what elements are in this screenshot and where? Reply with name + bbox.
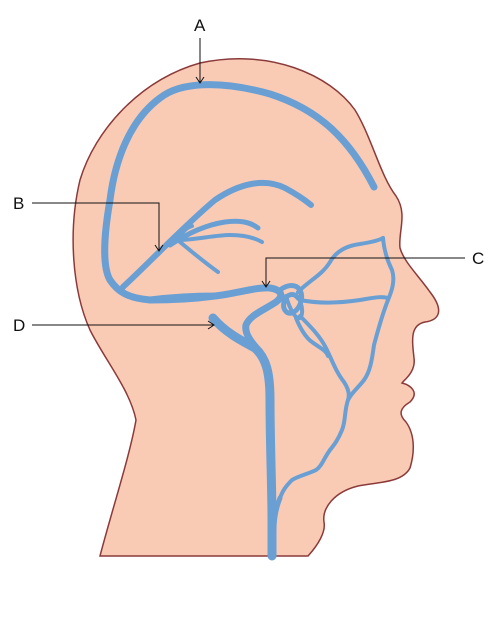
supraorbital-vein [381, 236, 396, 302]
transverse-sinus [146, 284, 285, 356]
label-c: C [472, 249, 484, 268]
head-silhouette [72, 58, 440, 557]
angular-vein [298, 295, 390, 305]
retromandibular-vein [298, 314, 351, 402]
label-c-leader [261, 257, 465, 288]
label-b-leader [32, 202, 164, 252]
label-a: A [194, 16, 206, 35]
label-d: D [13, 316, 25, 335]
cerebral-vein-branch-2 [176, 233, 264, 244]
ophthalmic-vein [296, 236, 385, 294]
label-b: B [13, 194, 24, 213]
facial-vein [328, 298, 390, 452]
deep-facial-vein [294, 316, 330, 358]
label-a-leader [195, 38, 205, 84]
cerebral-vein-branch-4 [178, 224, 194, 240]
inferior-sagittal-sinus [120, 179, 314, 290]
common-facial-vein [278, 448, 332, 500]
cerebral-vein-branch-3 [178, 240, 220, 274]
external-jugular-vein [271, 495, 283, 533]
cerebral-vein-branch-1 [167, 218, 261, 248]
label-d-leader [32, 320, 215, 330]
